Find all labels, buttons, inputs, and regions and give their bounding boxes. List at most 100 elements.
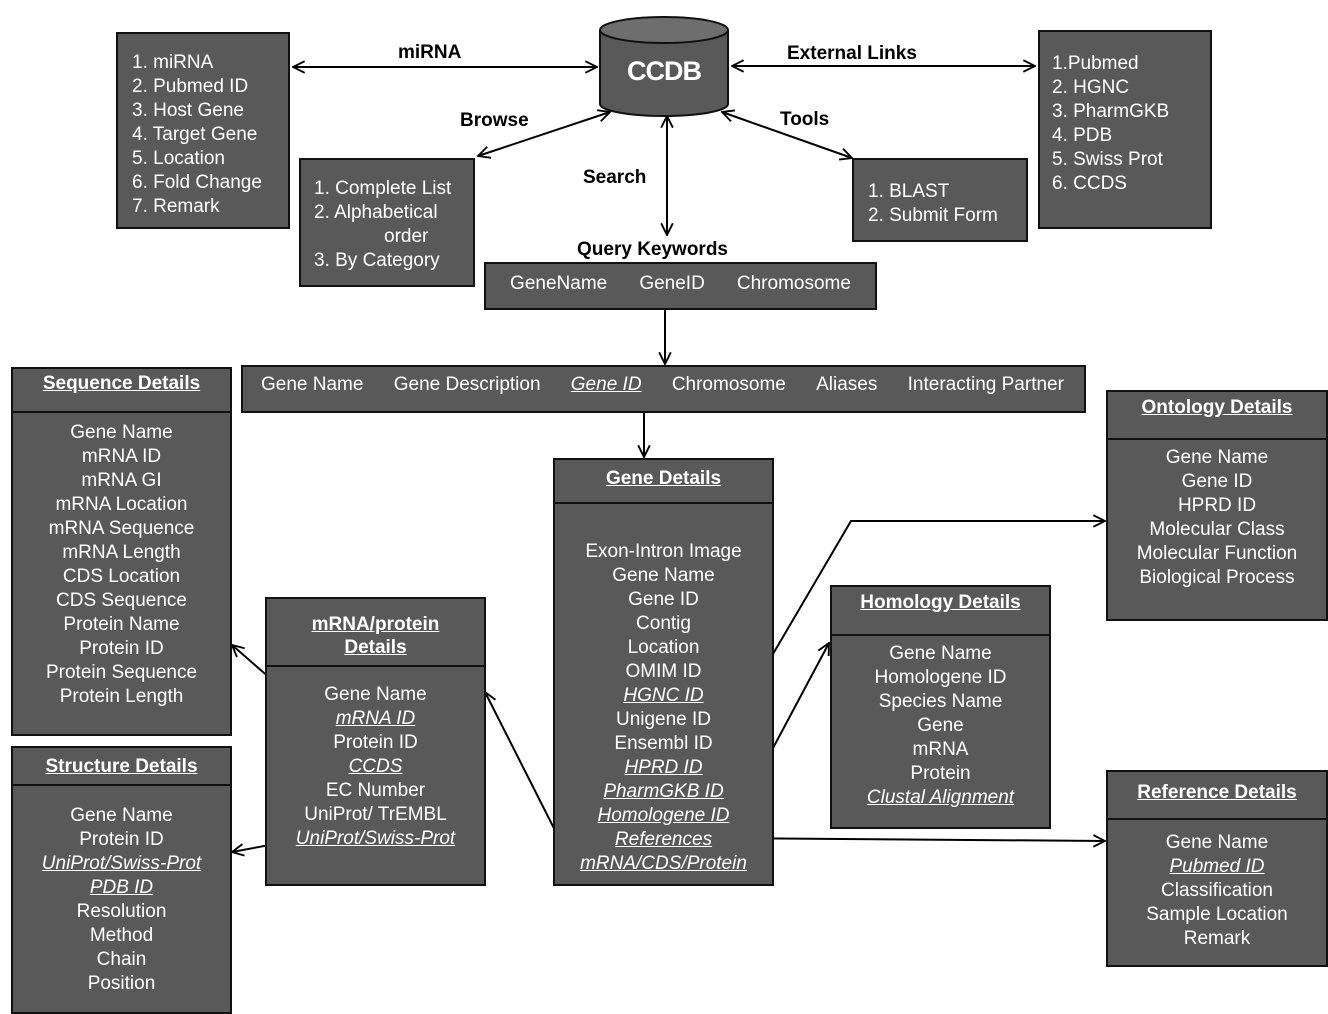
field-link[interactable]: HGNC ID <box>623 685 704 706</box>
field-item: Remark <box>1183 928 1251 949</box>
browse-item[interactable]: 2. Alphabetical <box>314 202 438 223</box>
database-icon <box>599 16 729 117</box>
label-search: Search <box>583 167 647 188</box>
mrna-protein-title-line2: Details <box>344 637 407 658</box>
field-link[interactable]: Homologene ID <box>597 805 730 826</box>
list-item[interactable]: 2. HGNC <box>1052 77 1130 98</box>
homology-details-title: Homology Details <box>832 587 1049 636</box>
tools-list: 1. BLAST 2. Submit Form <box>868 180 1026 228</box>
list-item[interactable]: 6. CCDS <box>1052 173 1127 194</box>
field-link[interactable]: PDB ID <box>89 877 154 898</box>
list-item[interactable]: 4. PDB <box>1052 125 1113 146</box>
field-item: Protein <box>910 763 971 784</box>
list-item[interactable]: 5. Swiss Prot <box>1052 149 1163 170</box>
field-item: HPRD ID <box>1177 495 1257 516</box>
field-item: Resolution <box>76 901 167 922</box>
field-item: Protein ID <box>79 638 164 659</box>
field-item: Homologene ID <box>874 667 1007 688</box>
list-item[interactable]: 2. Submit Form <box>868 205 998 226</box>
field-link[interactable]: UniProt/Swiss-Prot <box>295 828 456 849</box>
field-item: mRNA <box>912 739 969 760</box>
field-link[interactable]: mRNA/CDS/Protein <box>580 853 747 874</box>
field-link[interactable]: HPRD ID <box>624 757 703 778</box>
arrow-tools <box>722 112 852 158</box>
field-item: mRNA Sequence <box>48 518 195 539</box>
field-item: Position <box>87 973 156 994</box>
field-item: Gene ID <box>1181 471 1253 492</box>
field-link[interactable]: PharmGKB ID <box>603 781 724 802</box>
browse-item[interactable]: order <box>384 226 429 247</box>
field-link[interactable]: Clustal Alignment <box>866 787 1015 808</box>
query-keywords-box: GeneName GeneID Chromosome <box>484 262 877 310</box>
field-item: Location <box>627 637 700 658</box>
arrow-browse <box>478 112 610 156</box>
browse-box: 1. Complete List 2. Alphabetical order 3… <box>299 158 475 287</box>
list-item[interactable]: 3. PharmGKB <box>1052 101 1170 122</box>
label-external-links: External Links <box>787 43 917 64</box>
label-query-keywords: Query Keywords <box>577 239 728 260</box>
field-item: mRNA Location <box>55 494 188 515</box>
field-item: Gene Name <box>1165 832 1269 853</box>
list-item[interactable]: 4. Target Gene <box>132 124 258 145</box>
mrna-protein-title-line1: mRNA/protein <box>311 614 440 635</box>
field-item: Method <box>89 925 154 946</box>
field-link[interactable]: CCDS <box>348 756 403 777</box>
list-item[interactable]: 6. Fold Change <box>132 172 262 193</box>
field-link[interactable]: Pubmed ID <box>1169 856 1265 877</box>
sequence-details-title: Sequence Details <box>13 369 230 413</box>
field-item: Gene <box>917 715 964 736</box>
field-item: Protein Name <box>63 614 180 635</box>
field-item: Contig <box>636 613 691 634</box>
field-item: Exon-Intron Image <box>585 541 742 562</box>
field-link[interactable]: UniProt/Swiss-Prot <box>41 853 202 874</box>
field-link[interactable]: References <box>614 829 713 850</box>
result-field: Gene Name <box>261 374 364 395</box>
field-item: Molecular Function <box>1136 543 1298 564</box>
list-item[interactable]: 1. miRNA <box>132 52 214 73</box>
field-item: mRNA Length <box>62 542 181 563</box>
list-item[interactable]: 1. BLAST <box>868 181 950 202</box>
field-item: Gene Name <box>324 684 427 705</box>
query-keyword[interactable]: Chromosome <box>736 273 851 294</box>
list-item[interactable]: 7. Remark <box>132 196 220 217</box>
field-item: Biological Process <box>1139 567 1295 588</box>
field-item: Protein Sequence <box>45 662 198 683</box>
label-mirna: miRNA <box>398 42 462 63</box>
field-item: Chain <box>96 949 147 970</box>
field-item: Ensembl ID <box>614 733 713 754</box>
field-item: Classification <box>1161 880 1273 901</box>
field-item: Gene Name <box>889 643 992 664</box>
result-field: Chromosome <box>671 374 786 395</box>
browse-item[interactable]: 3. By Category <box>314 250 440 271</box>
ontology-details-title: Ontology Details <box>1108 392 1326 440</box>
field-item: mRNA ID <box>81 446 162 467</box>
field-item: CDS Sequence <box>56 590 187 611</box>
browse-list: 1. Complete List 2. Alphabetical order 3… <box>314 177 473 273</box>
query-keyword[interactable]: GeneName <box>510 273 608 294</box>
query-keyword[interactable]: GeneID <box>639 273 705 294</box>
field-item: Gene Name <box>70 422 173 443</box>
field-item: Sample Location <box>1146 904 1288 925</box>
list-item[interactable]: 2. Pubmed ID <box>132 76 249 97</box>
mirna-box: 1. miRNA 2. Pubmed ID 3. Host Gene 4. Targe… <box>116 32 290 229</box>
field-item: Gene Name <box>1165 447 1269 468</box>
list-item[interactable]: 3. Host Gene <box>132 100 244 121</box>
field-item: CDS Location <box>62 566 181 587</box>
list-item[interactable]: 1.Pubmed <box>1052 53 1139 74</box>
field-link[interactable]: mRNA ID <box>335 708 416 729</box>
browse-item[interactable]: 1. Complete List <box>314 178 452 199</box>
list-item[interactable]: 5. Location <box>132 148 225 169</box>
field-item: Unigene ID <box>615 709 712 730</box>
result-field: Interacting Partner <box>907 374 1064 395</box>
result-field-link[interactable]: Gene ID <box>570 374 642 395</box>
mirna-list: 1. miRNA 2. Pubmed ID 3. Host Gene 4. Targe… <box>132 51 288 219</box>
